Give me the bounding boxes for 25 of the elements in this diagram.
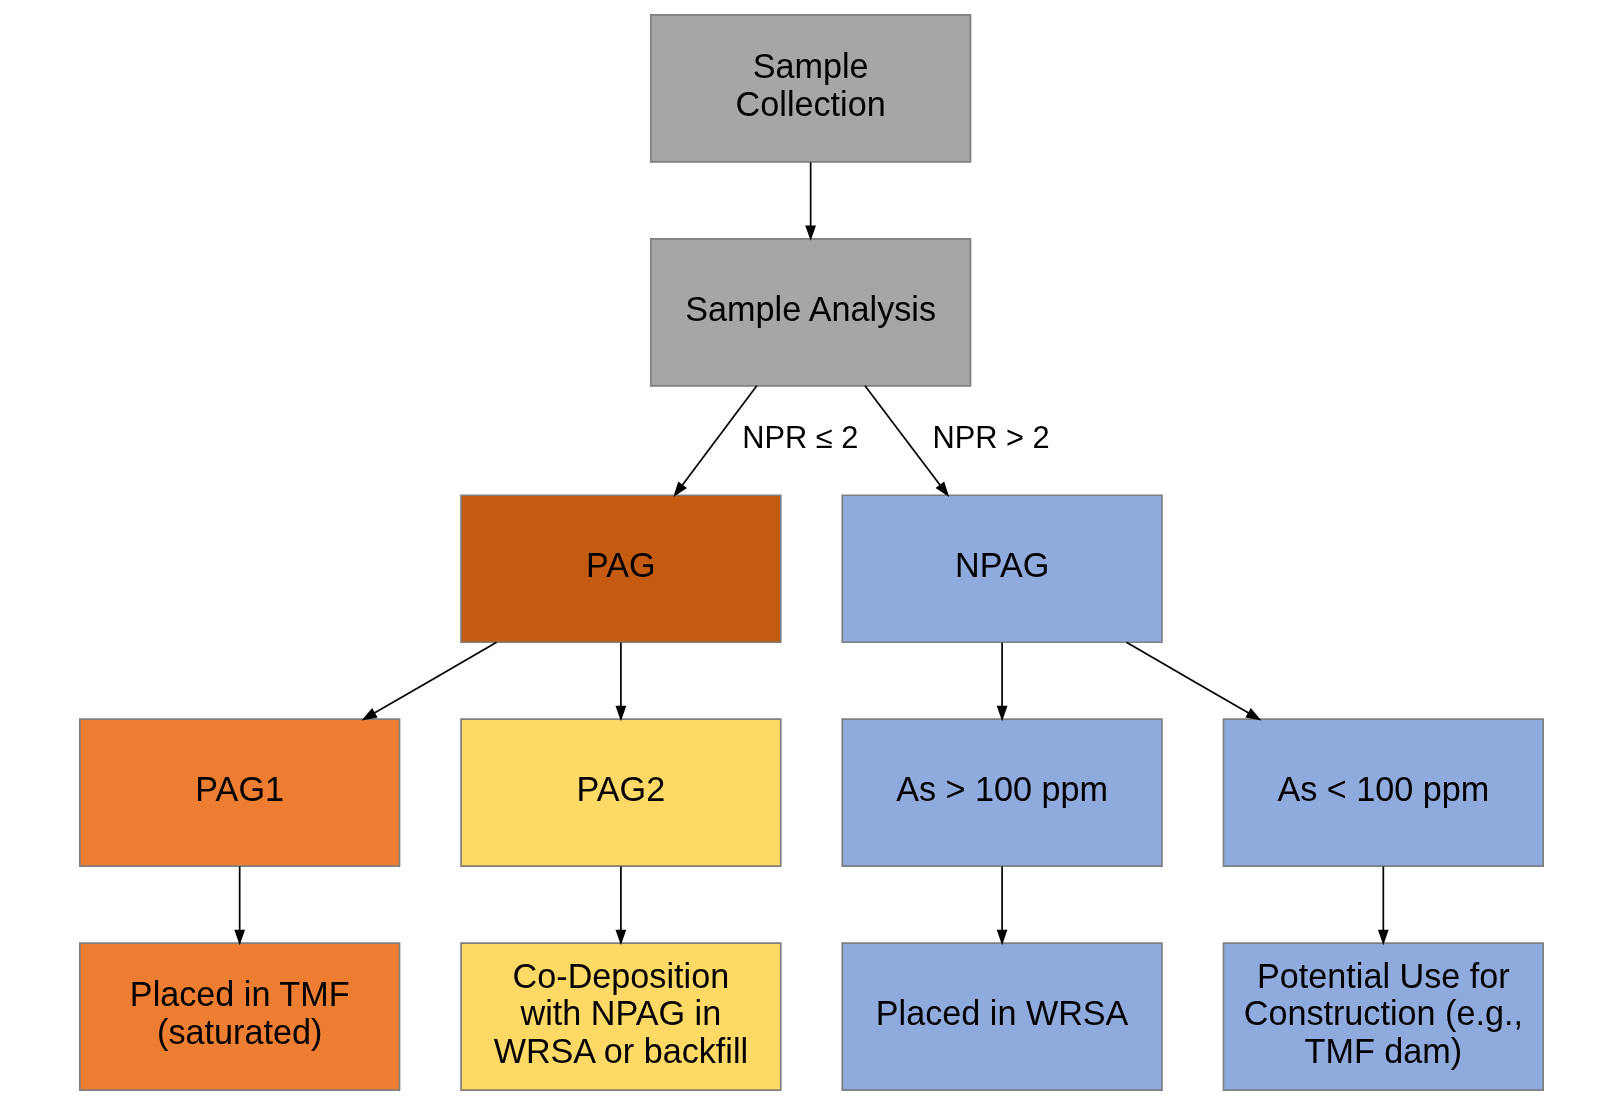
arrow — [615, 641, 627, 722]
node-box: Sample Collection — [649, 14, 972, 163]
arrow — [996, 641, 1008, 722]
node-box: Co-Deposition with NPAG in WRSA or backfill — [460, 942, 782, 1091]
arrow — [361, 641, 498, 721]
node-box: As < 100 ppm — [1222, 718, 1544, 868]
arrow — [805, 161, 817, 241]
arrow — [996, 865, 1008, 946]
node-box: Sample Analysis — [649, 237, 972, 387]
node-box: As > 100 ppm — [841, 718, 1163, 868]
node-box: PAG — [460, 494, 782, 644]
arrow — [234, 865, 246, 946]
arrow — [1377, 865, 1389, 946]
node-box: Potential Use for Construction (e.g., TMF dam) — [1222, 942, 1544, 1091]
arrow — [864, 385, 950, 498]
node-box: PAG1 — [79, 718, 401, 868]
arrow — [615, 865, 627, 946]
node-box: PAG2 — [460, 718, 782, 868]
node-box: NPAG — [841, 494, 1163, 644]
node-box: Placed in TMF (saturated) — [79, 942, 401, 1091]
node-box: Placed in WRSA — [841, 942, 1163, 1091]
edge-label: NPR > 2 — [932, 420, 1050, 456]
arrow — [1125, 641, 1262, 721]
arrow — [673, 385, 758, 498]
edge-label: NPR ≤ 2 — [742, 420, 859, 456]
